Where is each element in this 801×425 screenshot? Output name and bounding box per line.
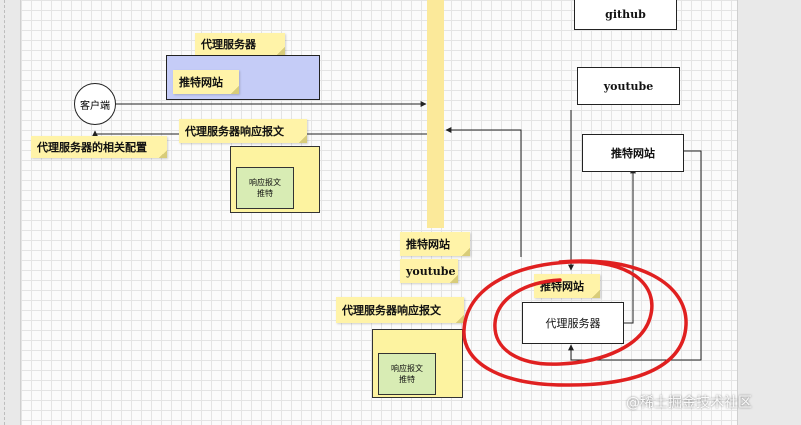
response-box-top-line2: 推特 bbox=[257, 189, 273, 198]
github-node: github bbox=[574, 0, 677, 30]
response-box-bottom-line1: 响应报文 bbox=[391, 364, 423, 373]
client-node: 客户端 bbox=[74, 83, 116, 125]
twitter-note-mid: 推特网站 bbox=[400, 232, 470, 256]
response-box-top: 响应报文 推特 bbox=[236, 167, 294, 209]
response-arrow-to-client bbox=[92, 130, 427, 137]
response-box-bottom-line2: 推特 bbox=[399, 375, 415, 384]
twitter-node: 推特网站 bbox=[582, 134, 684, 172]
proxy-response-note-top: 代理服务器响应报文 bbox=[179, 119, 307, 143]
watermark: @稀土掘金技术社区 bbox=[626, 395, 752, 411]
page-margin-guide bbox=[4, 0, 5, 425]
response-box-bottom: 响应报文 推特 bbox=[378, 353, 436, 395]
proxy-response-note-bottom: 代理服务器响应报文 bbox=[336, 297, 464, 323]
twitter-note-lower-right: 推特网站 bbox=[534, 274, 600, 298]
proxy-to-bar-arrow bbox=[445, 127, 522, 257]
proxy-server-node: 代理服务器 bbox=[522, 302, 624, 344]
youtube-note-mid: youtube bbox=[400, 259, 458, 283]
twitter-to-proxy-arrow bbox=[568, 150, 702, 361]
proxy-config-note: 代理服务器的相关配置 bbox=[31, 136, 167, 158]
vertical-proxy-bar bbox=[427, 0, 444, 228]
proxy-server-note: 代理服务器 bbox=[195, 33, 285, 55]
response-box-top-line1: 响应报文 bbox=[249, 178, 281, 187]
twitter-note-in-proxy: 推特网站 bbox=[173, 70, 239, 94]
proxy-to-twitter-arrow bbox=[624, 167, 636, 324]
client-label: 客户端 bbox=[80, 100, 110, 112]
youtube-node: youtube bbox=[577, 67, 680, 105]
